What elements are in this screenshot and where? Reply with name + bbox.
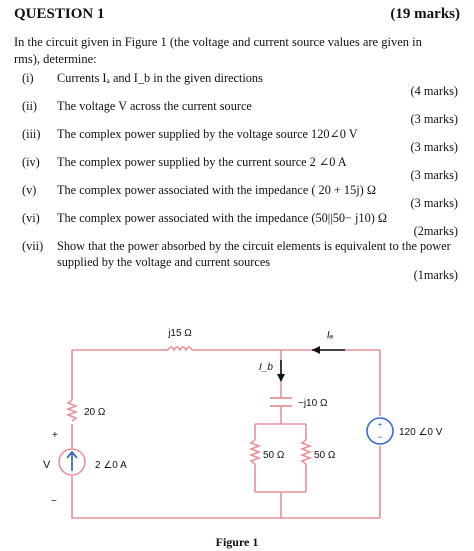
question-number: (v) [22,183,37,197]
ia-arrow-icon [312,346,320,354]
question-text: The complex power associated with the im… [57,211,388,225]
label-capacitor: −j10 Ω [298,398,328,409]
label-ia: Iₐ [327,330,334,341]
label-ib: I_b [259,362,273,373]
label-current-source: 2 ∠0 A [95,460,127,471]
question-marks: (2marks) [413,224,458,238]
figure-caption: Figure 1 [215,535,259,549]
question-marks: (1marks) [413,268,458,282]
question-text: The complex power supplied by the curren… [57,155,347,169]
label-r50a: 50 Ω [263,450,285,461]
question-text: Show that the power absorbed by the circ… [57,239,451,253]
label-inductor: j15 Ω [167,328,192,339]
label-resistor20: 20 Ω [84,407,106,418]
voltage-source-plus-icon: + [378,420,383,429]
resistor-20 [65,399,79,422]
voltage-source-minus-icon: − [377,432,382,442]
question-number: (vi) [22,211,40,225]
question-number: (ii) [22,99,38,113]
label-voltage-source: 120 ∠0 V [399,427,443,438]
voltage-source [366,417,394,445]
question-marks: (3 marks) [410,140,458,154]
label-plus: + [52,430,58,441]
resistor-50-b [299,439,313,465]
question-number: (iv) [22,155,40,169]
question-text: The voltage V across the current source [57,99,252,113]
question-text-continued: supplied by the voltage and current sour… [57,255,271,269]
inductor-j15 [167,346,193,352]
label-v: V [43,459,51,471]
question-total-marks: (19 marks) [390,6,460,22]
wire-bottom [71,476,380,519]
ib-arrow-icon [277,374,285,382]
label-minus: − [51,496,57,507]
current-source-arrow-icon [66,450,78,471]
question-marks: (4 marks) [410,84,458,98]
question-number: (i) [22,71,34,85]
question-marks: (3 marks) [410,196,458,210]
question-intro: In the circuit given in Figure 1 (the vo… [14,35,422,66]
question-text: The complex power associated with the im… [57,183,376,197]
question-number: (iii) [22,127,41,141]
question-marks: (3 marks) [410,112,458,126]
question-title: QUESTION 1 [14,6,105,22]
question-marks: (3 marks) [410,168,458,182]
capacitor-j10 [270,397,292,407]
resistor-50-a [248,439,262,465]
circuit-diagram: + − j15 Ω Iₐ I_b −j10 Ω 20 Ω + V − 2 ∠0 … [43,328,443,519]
label-r50b: 50 Ω [314,450,336,461]
question-text: The complex power supplied by the voltag… [57,127,358,141]
question-text: Currents Iₐ and I_b in the given directi… [57,71,263,85]
question-number: (vii) [22,239,44,253]
